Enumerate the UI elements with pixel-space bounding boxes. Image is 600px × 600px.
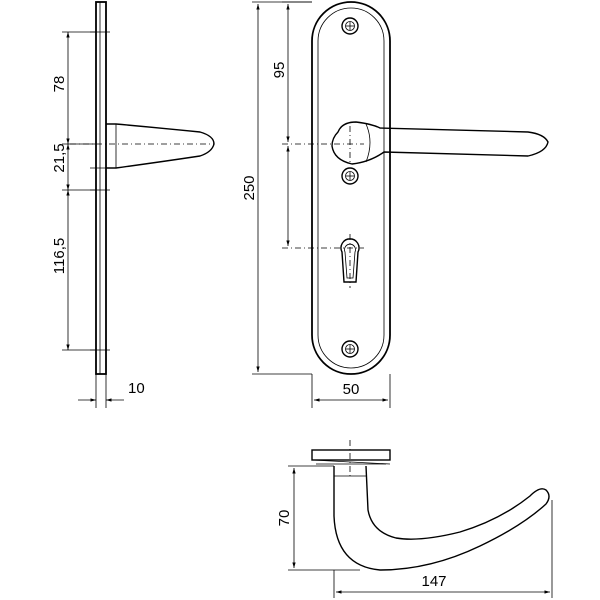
plan-dim-70-label: 70	[276, 510, 293, 527]
side-dim-1165-label: 116,5	[51, 238, 68, 274]
top-screw-icon	[341, 17, 359, 35]
plan-lever	[333, 465, 550, 571]
side-backplate	[95, 1, 107, 375]
front-dim-50-label: 50	[343, 381, 360, 398]
side-dim-78-label: 78	[51, 76, 68, 93]
front-backplate	[311, 1, 391, 375]
side-dim-10-label: 10	[128, 380, 145, 397]
side-lever-profile	[106, 123, 215, 169]
side-view: 78 21,5 116,5 10	[51, 1, 215, 408]
middle-screw-icon	[341, 167, 359, 185]
front-view: 95 250 50	[241, 1, 549, 408]
plan-dim-147-label: 147	[421, 573, 446, 590]
plan-view: 70 147	[276, 440, 553, 598]
bottom-screw-icon	[341, 340, 359, 358]
cylinder-keyhole-icon	[340, 238, 360, 283]
front-dim-250-label: 250	[241, 175, 258, 200]
plan-rosette	[311, 449, 391, 461]
front-dim-95-label: 95	[271, 62, 288, 79]
side-dim-215-label: 21,5	[51, 143, 68, 172]
front-lever	[331, 121, 549, 165]
